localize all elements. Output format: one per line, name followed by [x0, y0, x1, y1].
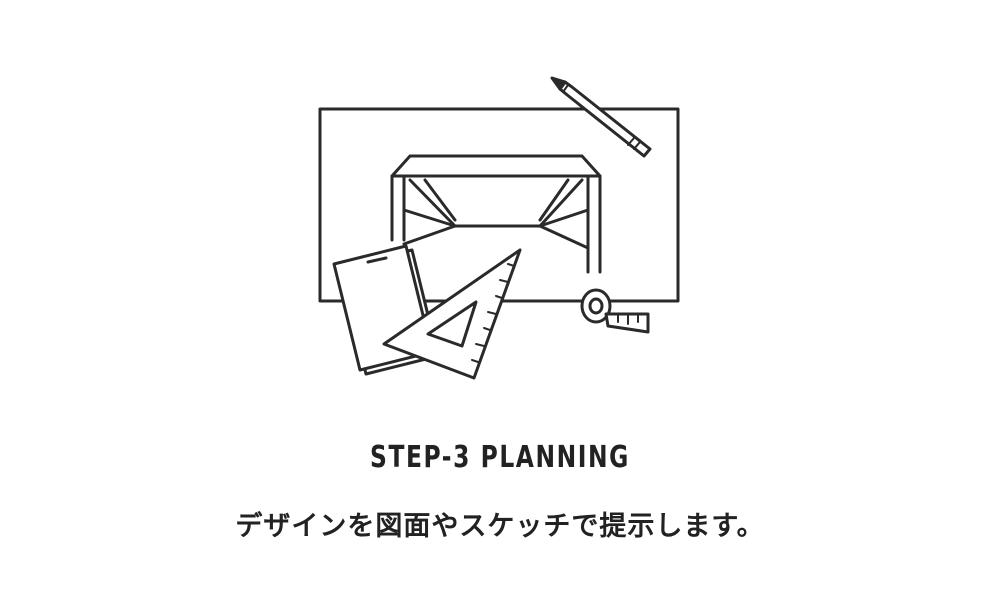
set-square-icon	[382, 248, 522, 380]
drafting-tools-icon	[318, 76, 680, 380]
pencil-icon	[550, 76, 652, 158]
tape-measure-icon	[580, 288, 650, 334]
table-drawing-icon	[390, 154, 602, 274]
step-title: STEP-3 PLANNING	[370, 440, 630, 475]
step-description: デザインを図面やスケッチで提示します。	[235, 511, 765, 542]
